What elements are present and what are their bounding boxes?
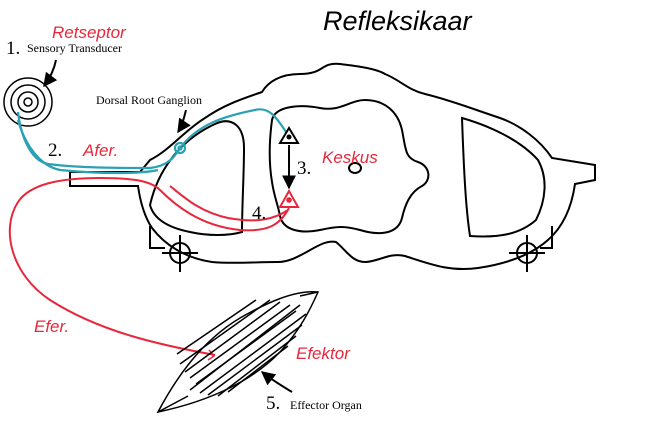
pointer-arrows (43, 59, 293, 393)
step-number-5: 5. (266, 393, 280, 414)
step-number-1: 1. (6, 38, 20, 59)
left-gray-horn (148, 120, 246, 236)
spinal-cord-outline (69, 62, 596, 271)
step-number-3: 3. (297, 158, 311, 179)
effector-muscle (156, 291, 320, 414)
left-ventral-root (149, 226, 165, 249)
right-ventral-ganglion (509, 235, 545, 272)
dorsal-root-ganglion-cell (173, 141, 187, 155)
annotation-dorsal-root-ganglion: Dorsal Root Ganglion (96, 93, 202, 107)
label-retseptor: Retseptor (52, 23, 127, 42)
annotation-sensory-transducer: Sensory Transducer (27, 41, 122, 55)
arrow-to-receptor (43, 59, 58, 88)
afferent-terminal-triangle (278, 126, 300, 144)
right-ventral-root (540, 226, 553, 249)
annotation-effector-organ: Effector Organ (290, 398, 362, 412)
afferent-pathway (16, 108, 287, 175)
spinal-cord-cross-section (69, 62, 596, 272)
efferent-cell-triangle (278, 188, 300, 208)
central-interneuron (278, 126, 300, 208)
central-canal (348, 162, 362, 174)
step-number-2: 2. (48, 140, 62, 161)
label-efer: Efer. (34, 317, 69, 336)
arrow-to-effector (260, 371, 293, 393)
step-number-4: 4. (252, 203, 266, 224)
page-title: Refleksikaar (323, 6, 473, 36)
efferent-pathway (8, 176, 290, 361)
right-gray-horn (460, 116, 546, 238)
central-gray-matter (268, 98, 430, 235)
label-afer: Afer. (82, 141, 118, 160)
arrow-to-ganglion (177, 109, 191, 134)
left-ventral-ganglion (162, 235, 198, 272)
receptor-icon (3, 77, 53, 127)
label-keskus: Keskus (322, 148, 378, 167)
label-efektor: Efektor (296, 344, 351, 363)
